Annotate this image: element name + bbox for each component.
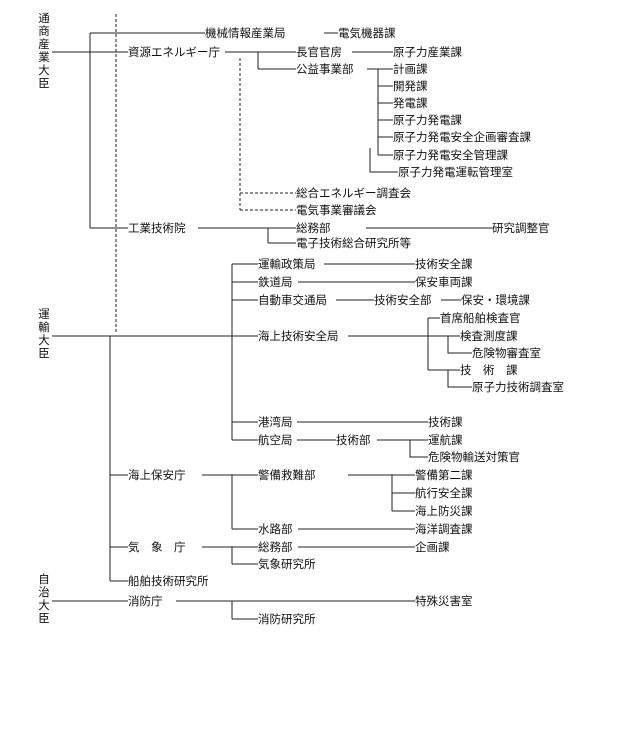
hydrographic-dept: 水路部 bbox=[258, 522, 293, 536]
research-coordinator: 研究調整官 bbox=[492, 221, 550, 235]
energy-advisory-council: 総合エネルギー調査会 bbox=[296, 186, 411, 200]
nuclear-safety-planning-div: 原子力発電安全企画審査課 bbox=[393, 130, 531, 144]
ocean-survey-div: 海洋調査課 bbox=[415, 522, 473, 536]
ministry-transport-char: 輸 bbox=[38, 320, 50, 334]
nuclear-industry-div: 原子力産業課 bbox=[393, 45, 462, 59]
ministry-home-char: 大 bbox=[38, 598, 50, 612]
maritime-tech-safety-bureau: 海上技術安全局 bbox=[258, 329, 339, 343]
ministry-miti-char: 大 bbox=[38, 63, 50, 77]
meteorological-agency: 気 象 庁 bbox=[128, 540, 186, 554]
technical-div: 技 術 課 bbox=[460, 363, 518, 377]
tech-safety-div: 技術安全課 bbox=[415, 257, 473, 271]
electric-machinery-div: 電気機器課 bbox=[338, 26, 396, 40]
vehicle-safety-div: 保安車両課 bbox=[415, 275, 473, 289]
fire-research-institute: 消防研究所 bbox=[258, 612, 316, 626]
energy-agency: 資源エネルギー庁 bbox=[128, 45, 220, 59]
nuclear-operation-mgmt-office: 原子力発電運転管理室 bbox=[398, 165, 513, 179]
railway-bureau: 鉄道局 bbox=[258, 275, 293, 289]
safety-environment-div: 保安・環境課 bbox=[461, 293, 530, 307]
met-research-institute: 気象研究所 bbox=[258, 557, 316, 571]
public-utilities-dept: 公益事業部 bbox=[296, 62, 354, 76]
ministry-miti: 通 商 産 業 大 臣 bbox=[38, 11, 50, 90]
power-generation-div: 発電課 bbox=[393, 96, 428, 110]
ministry-home-affairs: 自 治 大 臣 bbox=[38, 572, 50, 625]
auto-tech-safety-dept: 技術安全部 bbox=[374, 293, 432, 307]
home-labels: 消防庁 特殊災害室 消防研究所 bbox=[128, 594, 473, 626]
ait-agency: 工業技術院 bbox=[128, 221, 186, 235]
ministry-miti-char: 通 bbox=[38, 11, 50, 25]
ministry-home-char: 自 bbox=[38, 572, 50, 586]
aviation-tech-dept: 技術部 bbox=[336, 433, 371, 447]
chief-ship-inspector: 首席船舶検査官 bbox=[440, 311, 521, 325]
coast-guard: 海上保安庁 bbox=[128, 468, 186, 482]
civil-aviation-bureau: 航空局 bbox=[258, 433, 293, 447]
transport-labels: 運輸政策局 技術安全課 鉄道局 保安車両課 自動車交通局 技術安全部 保安・環境… bbox=[128, 257, 564, 588]
road-transport-bureau: 自動車交通局 bbox=[258, 293, 327, 307]
nuclear-tech-survey-office: 原子力技術調査室 bbox=[472, 380, 564, 394]
navigation-safety-div: 航行安全課 bbox=[415, 486, 473, 500]
ministry-transport-char: 臣 bbox=[38, 346, 50, 360]
transport-connectors bbox=[52, 263, 472, 582]
port-bureau: 港湾局 bbox=[258, 415, 293, 429]
met-general-affairs: 総務部 bbox=[258, 540, 293, 554]
miti-labels: 機械情報産業局 電気機器課 資源エネルギー庁 長官官房 原子力産業課 公益事業部… bbox=[128, 26, 550, 250]
hazmat-review-office: 危険物審査室 bbox=[472, 346, 541, 360]
ministry-miti-char: 業 bbox=[38, 50, 50, 64]
ait-general-affairs: 総務部 bbox=[296, 221, 331, 235]
port-tech-div: 技術課 bbox=[428, 415, 463, 429]
ministry-miti-char: 臣 bbox=[38, 76, 50, 90]
marine-disaster-div: 海上防災課 bbox=[415, 504, 473, 518]
inspection-measurement-div: 検査測度課 bbox=[460, 329, 518, 343]
flight-ops-div: 運航課 bbox=[428, 433, 463, 447]
development-div: 開発課 bbox=[393, 79, 428, 93]
electrotechnical-lab: 電子技術総合研究所等 bbox=[296, 236, 411, 250]
special-disaster-office: 特殊災害室 bbox=[415, 594, 473, 608]
electric-utility-council: 電気事業審議会 bbox=[296, 203, 377, 217]
secretariat: 長官官房 bbox=[296, 45, 342, 59]
met-planning-div: 企画課 bbox=[415, 540, 450, 554]
nuclear-safety-mgmt-div: 原子力発電安全管理課 bbox=[393, 148, 508, 162]
miti-connectors bbox=[52, 14, 492, 332]
ministry-transport-char: 大 bbox=[38, 333, 50, 347]
transport-policy-bureau: 運輸政策局 bbox=[258, 257, 316, 271]
guard-second-div: 警備第二課 bbox=[415, 468, 473, 482]
ministry-transport-char: 運 bbox=[38, 307, 50, 321]
home-connectors bbox=[52, 600, 415, 620]
ministry-home-char: 臣 bbox=[38, 611, 50, 625]
guard-rescue-dept: 警備救難部 bbox=[258, 468, 316, 482]
ministry-miti-char: 産 bbox=[38, 37, 50, 51]
machinery-info-bureau: 機械情報産業局 bbox=[205, 26, 286, 40]
planning-div: 計画課 bbox=[393, 62, 428, 76]
nuclear-power-div: 原子力発電課 bbox=[393, 113, 462, 127]
ministry-home-char: 治 bbox=[38, 585, 50, 599]
ministry-transport: 運 輸 大 臣 bbox=[38, 307, 50, 360]
fire-agency: 消防庁 bbox=[128, 594, 163, 608]
ministry-miti-char: 商 bbox=[38, 24, 50, 38]
hazmat-transport-officer: 危険物輸送対策官 bbox=[428, 450, 520, 464]
ship-research-institute: 船舶技術研究所 bbox=[128, 574, 209, 588]
